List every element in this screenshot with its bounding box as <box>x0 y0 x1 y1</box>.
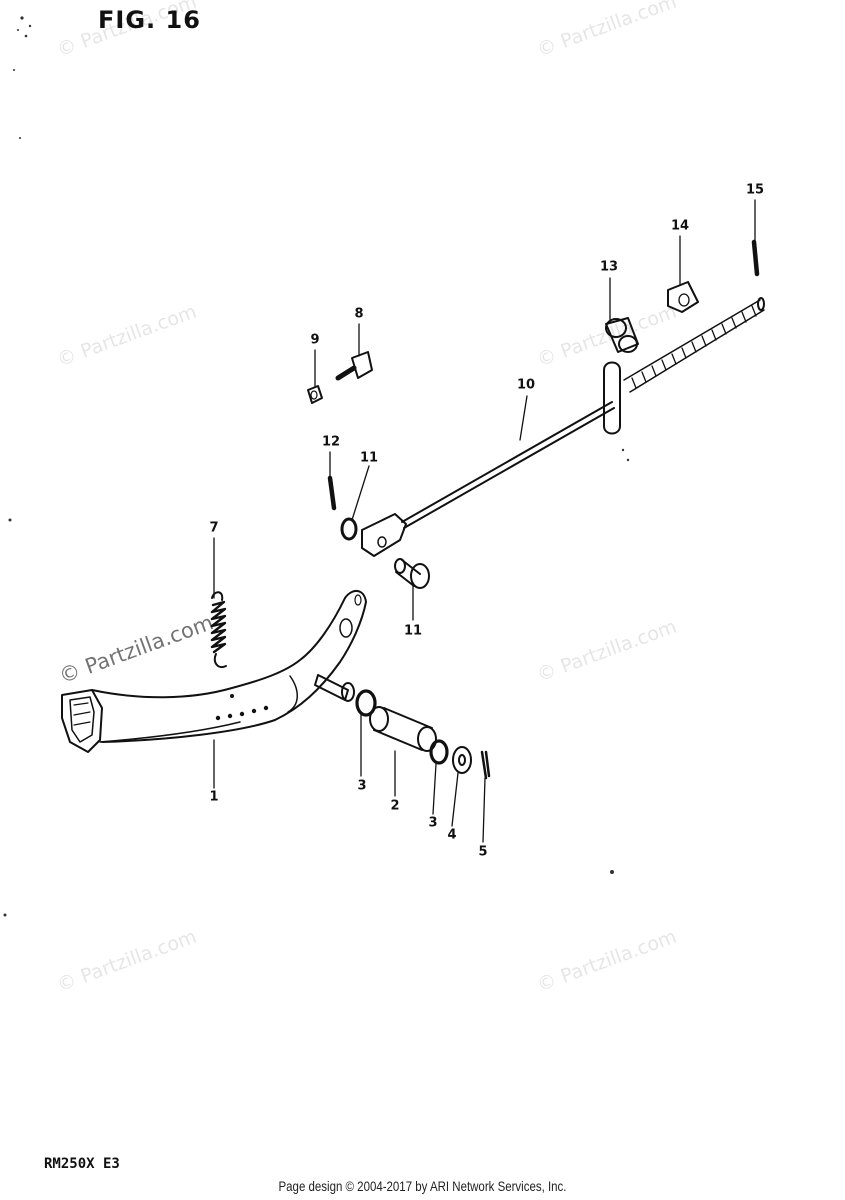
washer-3b <box>429 739 449 765</box>
washer-4-hole <box>458 754 466 766</box>
sleeve-13 <box>605 317 639 353</box>
nut-8 <box>307 385 323 404</box>
callout-9: 10 <box>516 377 536 393</box>
adjuster-nut-14 <box>667 281 699 313</box>
return-spring <box>210 591 227 668</box>
callout-15: 15 <box>745 182 765 198</box>
pin-15 <box>751 239 760 277</box>
callout-13: 13 <box>599 259 619 275</box>
callout-14: 14 <box>670 218 690 234</box>
brake-pedal <box>61 590 367 753</box>
callout-4: 4 <box>447 827 457 843</box>
callout-8: 9 <box>310 332 320 348</box>
model-code: RM250X E3 <box>44 1156 120 1172</box>
callout-3a: 3 <box>357 778 367 794</box>
figure-title: FIG. 16 <box>98 6 201 34</box>
bolt-7 <box>335 351 373 381</box>
washer-11 <box>340 517 358 541</box>
footer-copyright: Page design © 2004-2017 by ARI Network S… <box>278 1178 567 1194</box>
callout-6: 7 <box>209 520 219 536</box>
callout-2: 2 <box>390 798 400 814</box>
callout-12: 12 <box>321 434 341 450</box>
callout-5: 5 <box>478 844 488 860</box>
clevis-joint <box>361 513 407 557</box>
print-specks <box>3 16 630 917</box>
callout-7: 8 <box>354 306 364 322</box>
callout-11: 11 <box>359 450 379 466</box>
washer-3a <box>355 689 377 717</box>
cotter-pin-12 <box>327 475 337 511</box>
brake-rod <box>401 297 765 529</box>
callout-3b: 3 <box>428 815 438 831</box>
callout-10: 11 <box>403 623 423 639</box>
washer-4 <box>452 746 472 774</box>
callout-1: 1 <box>209 789 219 805</box>
clevis-pin-10 <box>394 558 430 589</box>
cotter-pin-5 <box>480 750 491 780</box>
pivot-bushing <box>369 706 437 752</box>
